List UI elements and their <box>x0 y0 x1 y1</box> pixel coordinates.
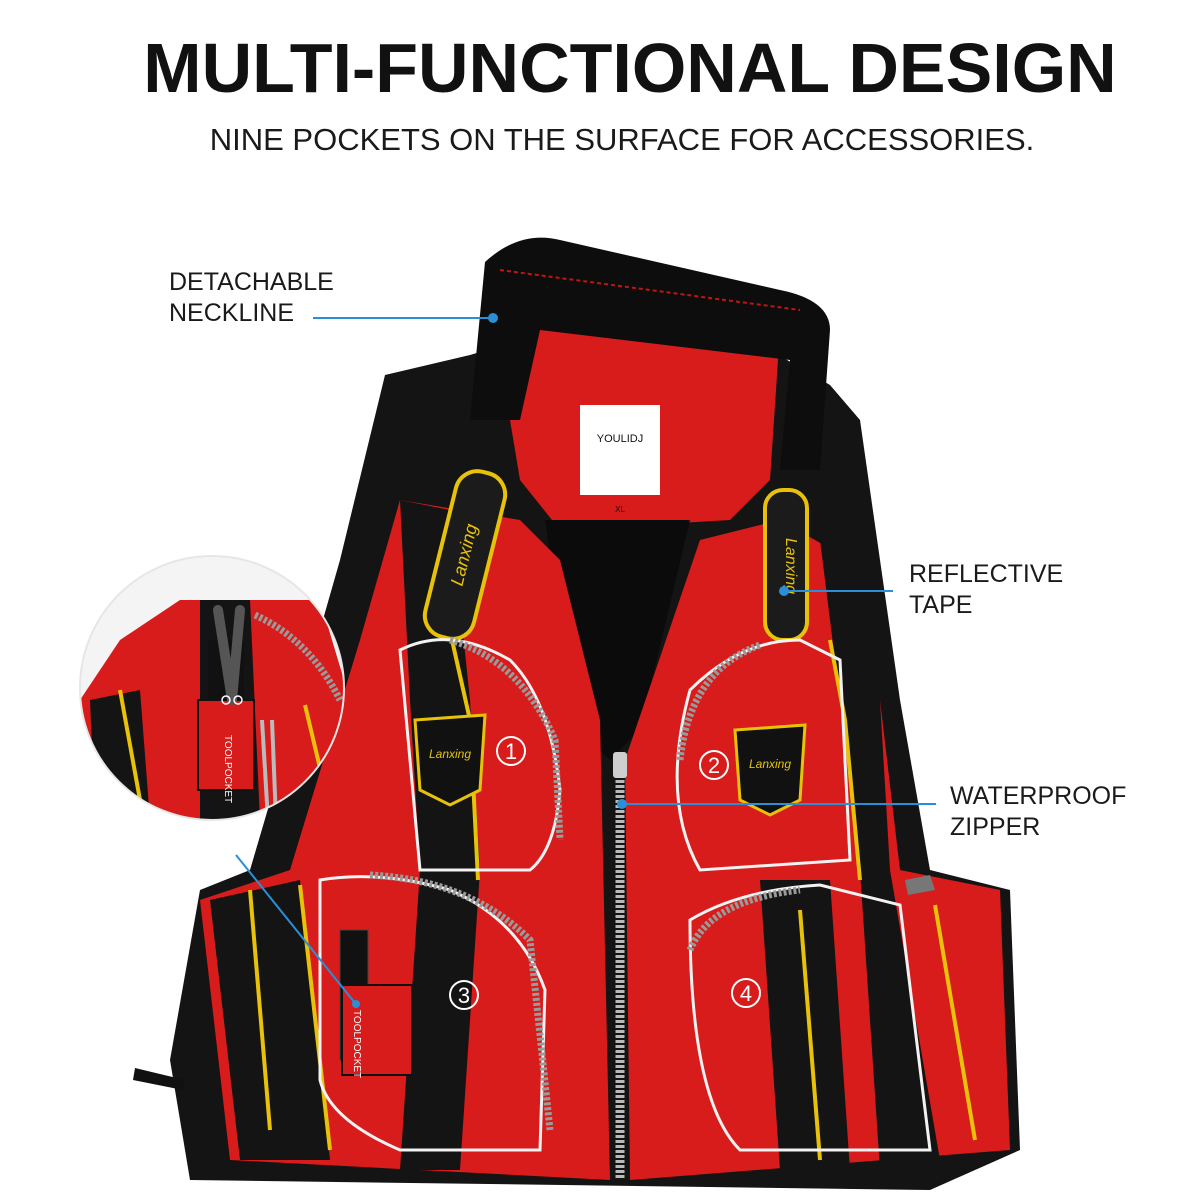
page-subtitle: NINE POCKETS ON THE SURFACE FOR ACCESSOR… <box>209 122 1035 157</box>
callout-tape: REFLECTIVE TAPE <box>909 559 1063 621</box>
callout-neckline-line2: NECKLINE <box>169 299 295 327</box>
vest-body: YOULIDJ XL Lanxing Lanxing Lanxing L <box>133 237 1020 1190</box>
callout-tape-line1: REFLECTIVE <box>909 560 1064 588</box>
reflective-tape-right: Lanxing <box>782 538 799 594</box>
svg-text:2: 2 <box>708 753 720 778</box>
callout-zipper-line1: WATERPROOF <box>950 782 1127 810</box>
callout-zipper: WATERPROOF ZIPPER <box>950 781 1126 843</box>
patch-right: Lanxing <box>749 757 791 771</box>
callout-tape-line2: TAPE <box>909 591 973 619</box>
zoom-inset: TOOLPOCKET <box>79 555 345 821</box>
size-label: XL <box>615 505 625 514</box>
callout-zipper-line2: ZIPPER <box>950 813 1041 841</box>
page-title: MULTI-FUNCTIONAL DESIGN <box>143 29 1117 107</box>
patch-left: Lanxing <box>429 747 471 761</box>
brand-label: YOULIDJ <box>597 433 643 445</box>
svg-text:1: 1 <box>505 739 517 764</box>
scissors-icon <box>221 695 243 705</box>
callout-neckline: DETACHABLE NECKLINE <box>169 267 334 329</box>
pliers-icon <box>213 605 278 820</box>
svg-text:3: 3 <box>458 983 470 1008</box>
pocket-marker-1: 1 <box>496 736 526 766</box>
callout-lines <box>235 317 936 1004</box>
inset-tool-pocket-label: TOOLPOCKET <box>222 735 233 803</box>
pocket-marker-2: 2 <box>699 750 729 780</box>
tool-pocket-label: TOOLPOCKET <box>351 1010 362 1078</box>
svg-text:4: 4 <box>740 981 752 1006</box>
callout-neckline-line1: DETACHABLE <box>169 268 334 296</box>
pocket-marker-4: 4 <box>731 978 761 1008</box>
tool-pocket-callout-line <box>235 854 356 1004</box>
pocket-marker-3: 3 <box>449 980 479 1010</box>
